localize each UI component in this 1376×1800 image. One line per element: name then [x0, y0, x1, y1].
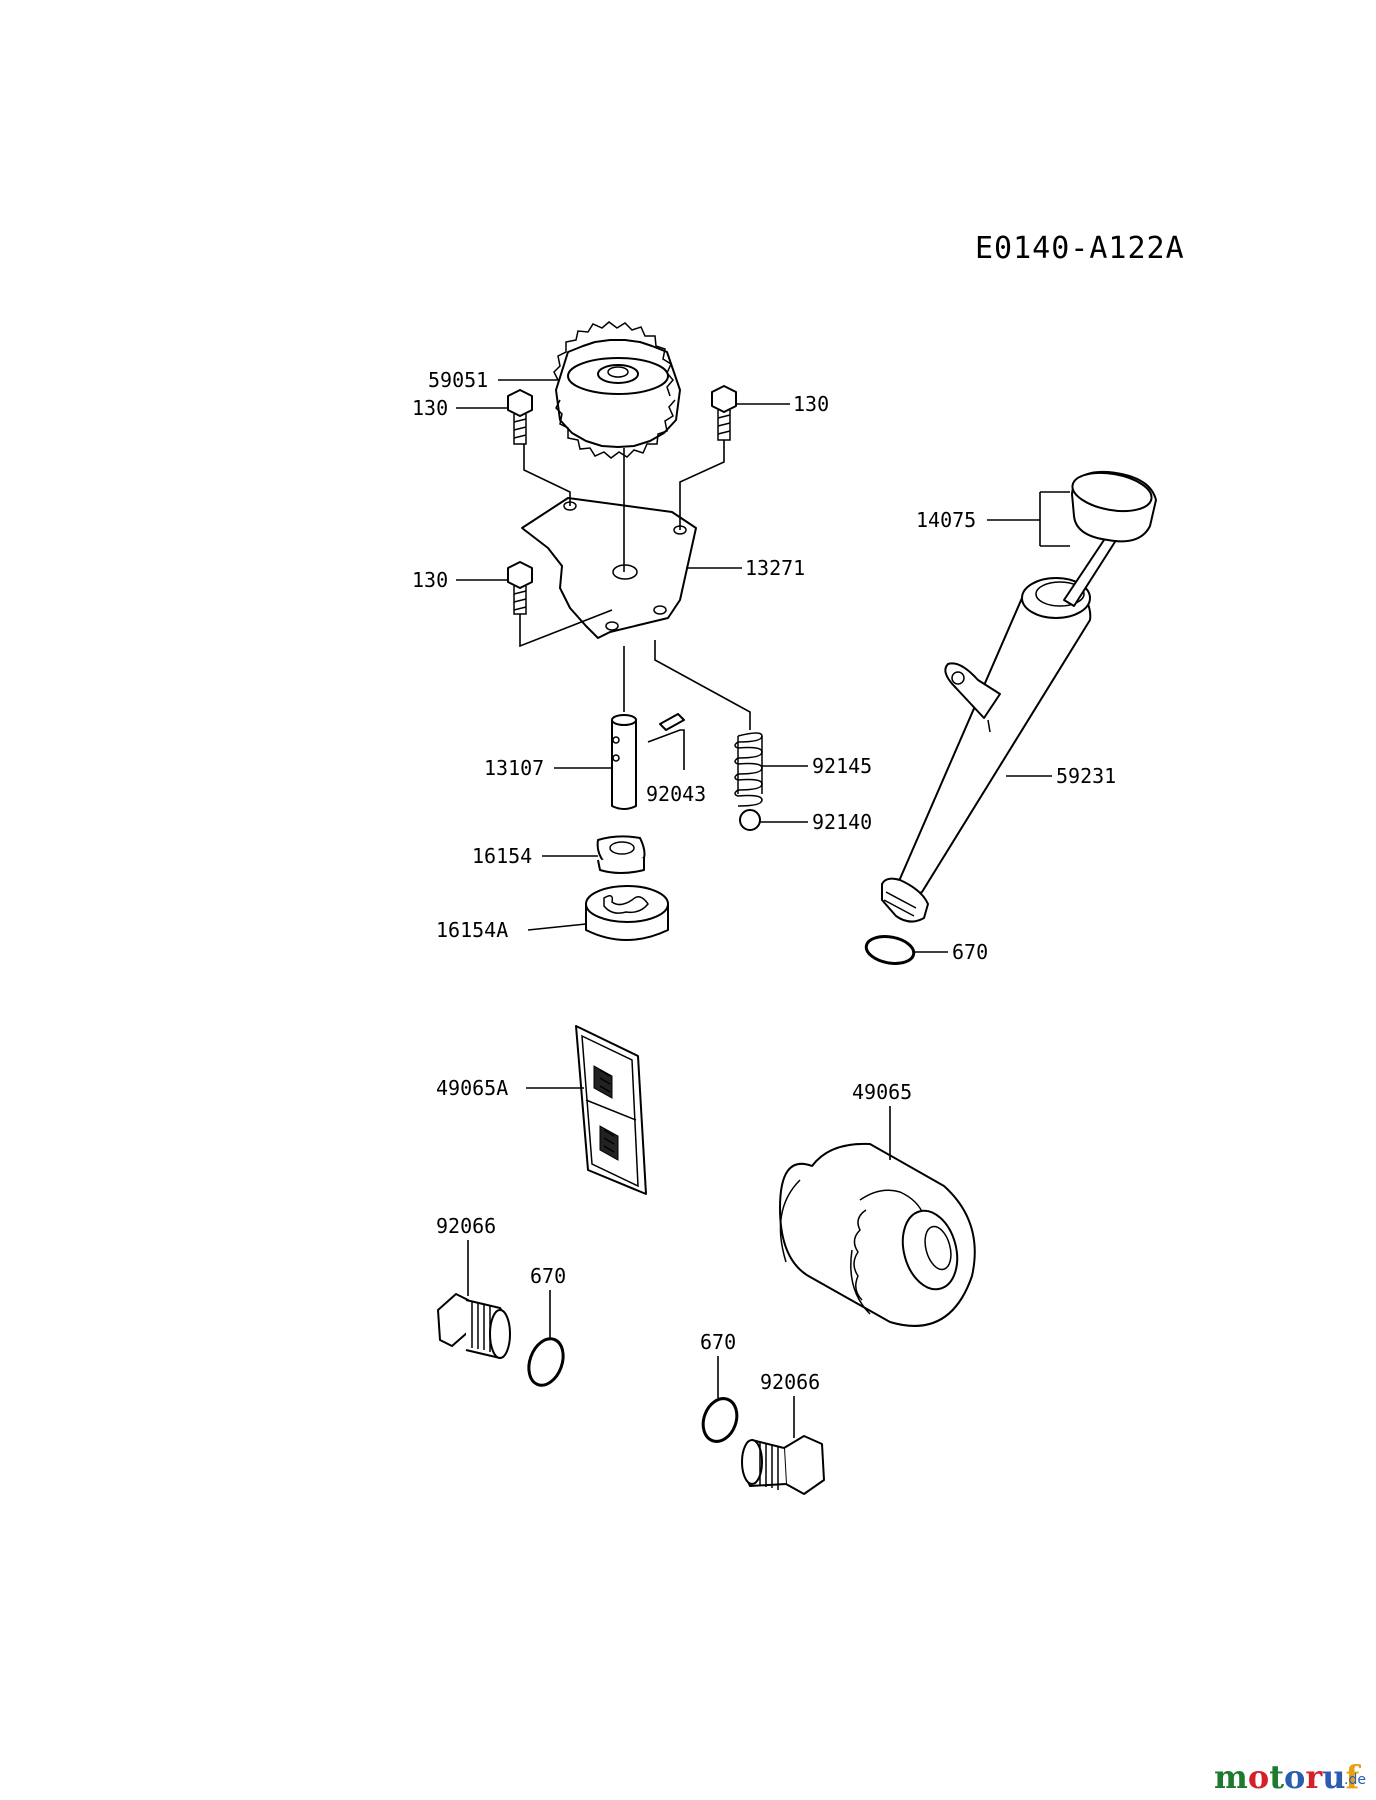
- part-label: 670: [530, 1264, 566, 1288]
- part-label: 130: [793, 392, 829, 416]
- inner-rotor-icon: [596, 835, 646, 874]
- part-label: 16154A: [436, 918, 508, 942]
- gear-icon: [553, 321, 681, 459]
- o-ring-icon: [701, 1397, 739, 1443]
- watermark-suffix: .de: [1344, 1772, 1366, 1788]
- part-label: 670: [700, 1330, 736, 1354]
- bolt-icon: [711, 385, 737, 441]
- part-label: 130: [412, 568, 448, 592]
- part-label: 92066: [436, 1214, 496, 1238]
- part-label: 92140: [812, 810, 872, 834]
- spring-icon: [734, 732, 763, 807]
- bolt-icon: [507, 561, 533, 615]
- shaft-icon: [611, 714, 637, 810]
- part-label: 59051: [428, 368, 488, 392]
- watermark-letter: f: [1345, 1758, 1361, 1796]
- part-label: 49065: [852, 1080, 912, 1104]
- watermark-letter: t: [1269, 1758, 1284, 1796]
- part-label: 130: [412, 396, 448, 420]
- ball-icon: [739, 809, 761, 831]
- outer-rotor-icon: [585, 885, 669, 941]
- dipstick-tube-icon: [881, 577, 1092, 923]
- part-label: 13271: [745, 556, 805, 580]
- watermark-letter: u: [1322, 1758, 1345, 1796]
- watermark-letter: o: [1284, 1758, 1305, 1796]
- svg-text:motoruf: motoruf: [1214, 1758, 1361, 1796]
- o-ring-icon: [864, 935, 916, 965]
- watermark-letter: o: [1248, 1758, 1269, 1796]
- o-ring-icon: [527, 1337, 565, 1387]
- dipstick-cap-icon: [1063, 470, 1157, 607]
- bolt-icon: [507, 389, 533, 445]
- part-label: 14075: [916, 508, 976, 532]
- drain-plug-icon: [437, 1293, 511, 1359]
- part-label: 92043: [646, 782, 706, 806]
- diagram-code: E0140-A122A: [975, 231, 1185, 266]
- part-label: 670: [952, 940, 988, 964]
- leader-lines: [456, 379, 1070, 1438]
- part-label: 16154: [472, 844, 532, 868]
- strainer-icon: [575, 1025, 647, 1195]
- watermark-letter: r: [1305, 1758, 1323, 1796]
- pin-icon: [647, 713, 685, 770]
- plate-holes: [563, 501, 687, 631]
- part-label: 92066: [760, 1370, 820, 1394]
- part-label: 13107: [484, 756, 544, 780]
- watermark-logo: motoruf .de: [1214, 1758, 1366, 1796]
- oil-filter-icon: [779, 1142, 976, 1327]
- watermark-letter: m: [1214, 1758, 1248, 1796]
- part-label: 59231: [1056, 764, 1116, 788]
- plate-icon: [521, 497, 697, 639]
- part-label: 92145: [812, 754, 872, 778]
- drain-plug-icon: [741, 1435, 825, 1495]
- part-label: 49065A: [436, 1076, 508, 1100]
